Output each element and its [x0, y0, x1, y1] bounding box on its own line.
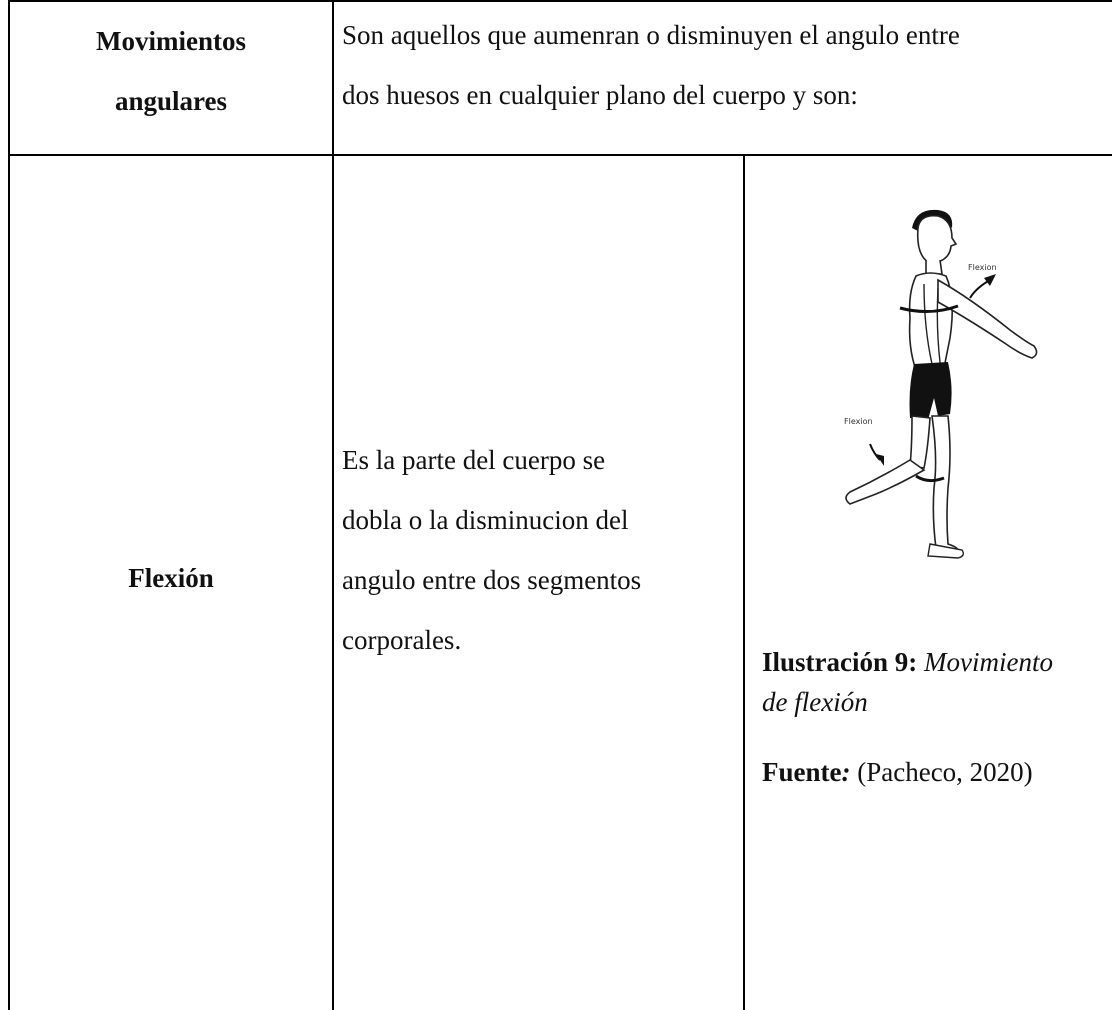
figure-shorts: [909, 362, 952, 420]
figure-caption-line1: Ilustración 9: Movimiento: [762, 643, 1053, 681]
row-description-line2: dobla o la disminucion del: [342, 505, 629, 535]
row-description-line3: angulo entre dos segmentos: [342, 565, 642, 595]
figure-flexed-thigh: [909, 415, 931, 469]
figure-source-text: (Pacheco, 2020): [857, 757, 1033, 787]
figure-foot: [927, 543, 965, 559]
row-description-line4: corporales.: [342, 625, 462, 655]
header-label-line1: Movimientos: [96, 26, 246, 56]
arm-flexion-arrowhead: [984, 274, 996, 286]
figure-source: Fuente: (Pacheco, 2020): [762, 753, 1033, 791]
figure-caption-title-line1: Movimiento: [924, 647, 1053, 677]
column-divider-2: [743, 155, 745, 1010]
table-border-top: [8, 0, 1112, 2]
column-divider-1: [332, 0, 334, 1010]
figure-head: [916, 214, 958, 263]
table-border-left: [8, 0, 10, 1010]
leg-flexion-arrow: [869, 443, 881, 461]
figure-standing-leg: [931, 415, 960, 553]
figure-source-colon: :: [841, 757, 851, 787]
leg-flexion-label: Flexion: [844, 417, 873, 426]
header-description-line2: dos huesos en cualquier plano del cuerpo…: [342, 80, 858, 110]
figure-caption-line2: de flexión: [762, 683, 868, 721]
figure-neck: [925, 259, 943, 275]
row-divider: [8, 154, 1112, 156]
arm-flexion-arrow: [969, 279, 991, 299]
leg-flexion-arrowhead: [876, 454, 884, 466]
row-label-flexion: Flexión: [128, 563, 214, 593]
figure-caption-title-line2: de flexión: [762, 687, 868, 717]
figure-arm-front: [937, 278, 1038, 359]
figure-caption-prefix: Ilustración 9:: [762, 647, 918, 677]
figure-flexed-shank: [845, 459, 926, 505]
header-description-line1: Son aquellos que aumenran o disminuyen e…: [342, 20, 960, 50]
row-description-line1: Es la parte del cuerpo se: [342, 445, 606, 475]
flexion-illustration: Flexion Flexion: [844, 209, 1038, 559]
shoulder-axis-mark: [899, 304, 959, 313]
knee-axis-mark: [915, 474, 945, 483]
header-label-line2: angulares: [114, 86, 228, 116]
arm-flexion-label: Flexion: [968, 263, 997, 272]
figure-source-prefix: Fuente: [762, 757, 842, 787]
